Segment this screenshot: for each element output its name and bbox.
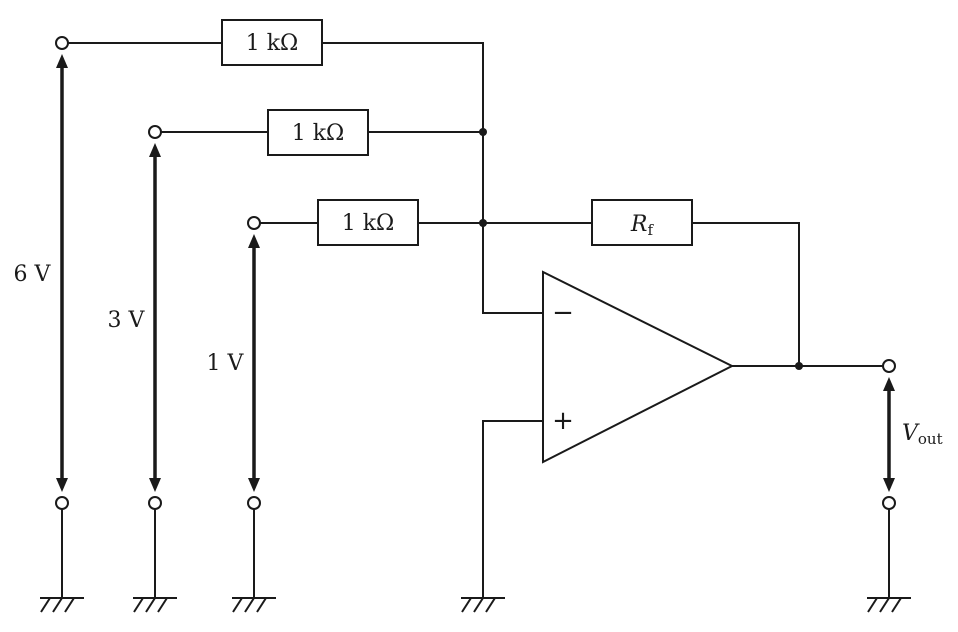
voltage-arrow-1: [56, 54, 68, 492]
junction-node-2: [479, 219, 487, 227]
ground-symbol-3: [232, 597, 276, 613]
voltage-label-3: 1 V: [207, 351, 245, 376]
feedback-resistor: [591, 199, 693, 246]
feedback-branch: Rf: [591, 199, 800, 366]
ground-symbol-opamp: [461, 597, 505, 613]
input-branch-1: 1 kΩ: [55, 19, 484, 510]
input-2-top-terminal: [148, 125, 162, 139]
input-1-top-terminal: [55, 36, 69, 50]
ground-symbol-1: [40, 597, 84, 613]
ground-symbol-2: [133, 597, 177, 613]
ground-symbol-output: [867, 597, 911, 613]
input-1-bottom-terminal: [55, 496, 69, 510]
output-junction-node: [795, 362, 803, 370]
voltage-arrow-2: [149, 143, 161, 492]
voltage-arrow-3: [248, 234, 260, 492]
voltage-arrow-output: [883, 377, 895, 492]
resistor-3: [317, 199, 419, 246]
voltage-label-1: 6 V: [14, 262, 52, 287]
input-2-bottom-terminal: [148, 496, 162, 510]
voltage-label-2: 3 V: [108, 308, 146, 333]
feedback-resistor-label: Rf: [630, 212, 655, 239]
noninverting-input-sign: +: [552, 406, 574, 436]
wire-feedback-to-output: [692, 222, 800, 366]
resistor-1-label: 1 kΩ: [246, 31, 299, 56]
output-bottom-terminal: [882, 496, 896, 510]
resistor-2-label: 1 kΩ: [292, 121, 345, 146]
input-3-top-terminal: [247, 216, 261, 230]
junction-node-1: [479, 128, 487, 136]
input-branch-3: 1 kΩ: [247, 199, 592, 510]
wire-noninverting-to-ground: [482, 420, 543, 598]
resistor-3-label: 1 kΩ: [342, 211, 395, 236]
input-branch-2: 1 kΩ: [148, 109, 483, 510]
op-amp: − +: [542, 270, 735, 464]
wire-bus-to-inverting-input: [482, 130, 543, 314]
inverting-input-sign: −: [552, 298, 574, 328]
input-3-bottom-terminal: [247, 496, 261, 510]
output-top-terminal: [882, 359, 896, 373]
op-amp-triangle: [542, 270, 735, 464]
output-voltage-label: Vout: [902, 421, 943, 448]
wire-resistor-1-to-bus: [322, 42, 484, 130]
resistor-2: [267, 109, 369, 156]
